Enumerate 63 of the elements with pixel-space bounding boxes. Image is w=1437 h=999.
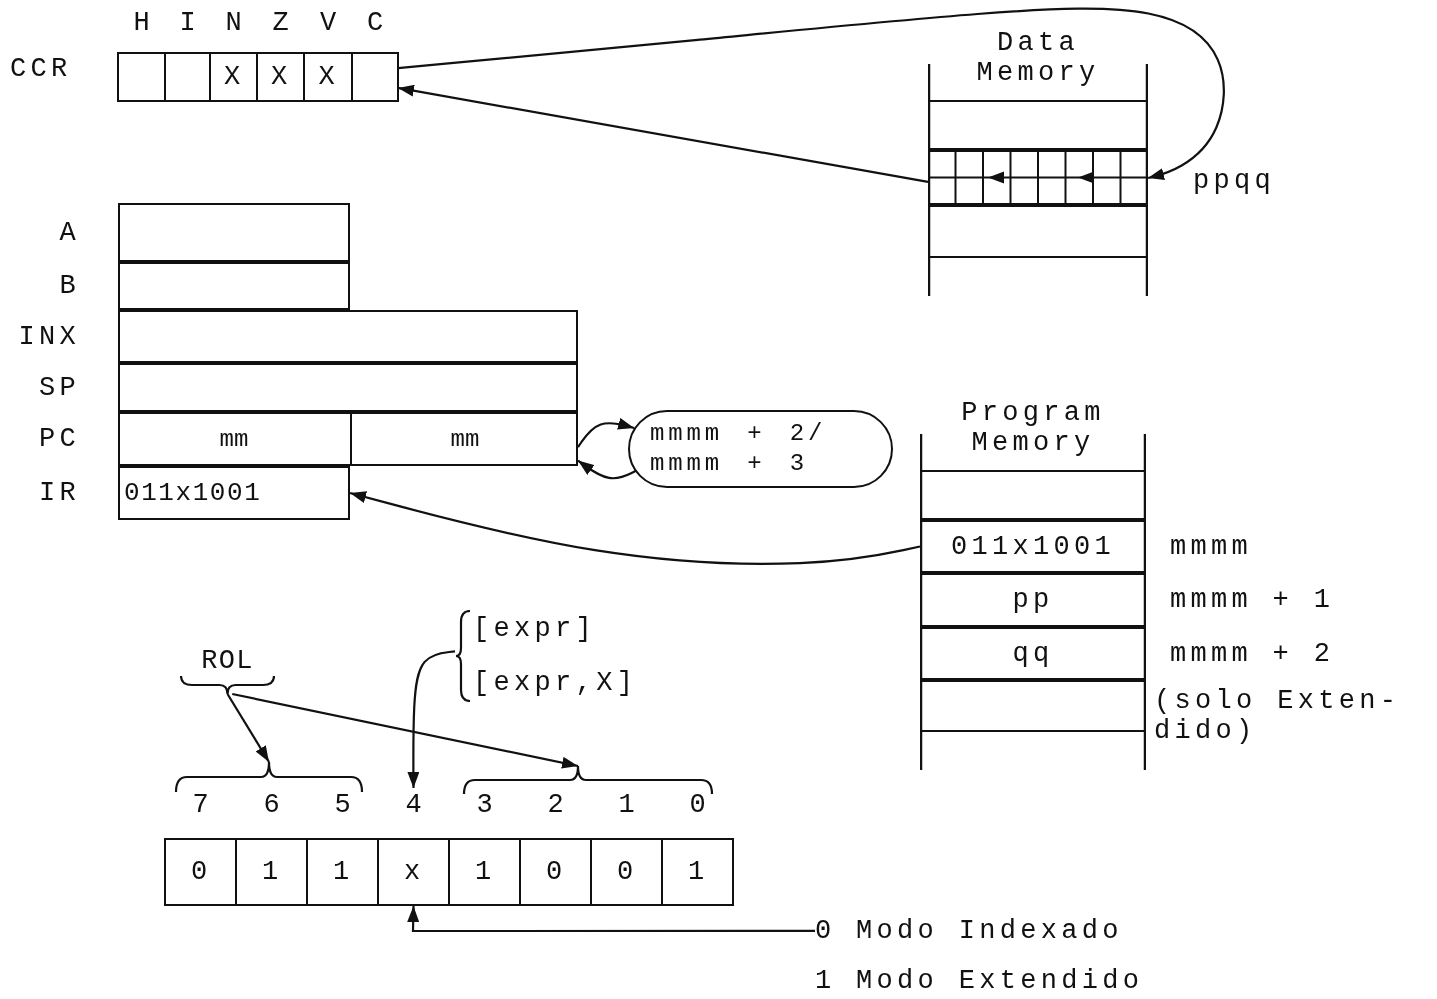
register-field: 011x1001 [118, 466, 350, 520]
bit-cell: 0 [519, 838, 592, 906]
arrow [232, 692, 579, 769]
address-text: mmmm + 2/ mmmm + 3 [650, 419, 828, 479]
flag-letter: C [365, 8, 385, 38]
memory-row [920, 470, 1146, 520]
address-label: mmmm + 2 [1170, 639, 1335, 669]
address-label: mmmm + 1 [1170, 585, 1335, 615]
arrow [397, 7, 1225, 180]
mnemonic-label: ROL [200, 646, 255, 676]
flag-cell: X [209, 52, 258, 102]
memory-title: Program Memory [960, 398, 1106, 458]
flag-letter: H [132, 8, 151, 38]
memory-value: pp [1011, 585, 1055, 615]
bit-number: 6 [262, 790, 281, 820]
flag-cell: X [256, 52, 305, 102]
bit-number: 5 [333, 790, 352, 820]
register-label: B [58, 271, 80, 301]
register-label: PC [37, 424, 80, 454]
operand-syntax: [expr,X] [473, 668, 638, 698]
register-label: IR [37, 478, 80, 508]
bit-number: 4 [404, 790, 423, 820]
arrow [226, 693, 270, 763]
arrow [577, 417, 635, 448]
bit-cell: 1 [235, 838, 308, 906]
arrow [397, 84, 929, 183]
memory-row [928, 100, 1148, 150]
memory-value: 011x1001 [949, 532, 1117, 562]
register-label: INX [17, 321, 80, 352]
flag-cell: X [303, 52, 353, 102]
bit-number: 0 [688, 790, 707, 820]
bit-cell: 1 [306, 838, 379, 906]
register-label: SP [37, 372, 80, 403]
address-label: (solo Exten- dido) [1154, 686, 1402, 746]
operand-syntax: [expr] [473, 614, 597, 644]
bit-number: 2 [546, 790, 565, 820]
bit-cell: x [377, 838, 450, 906]
bit-cell: 0 [590, 838, 663, 906]
flag-letter: N [224, 8, 243, 38]
bit-cell: 1 [448, 838, 521, 906]
memory-value: qq [1011, 639, 1055, 669]
arrow [407, 905, 815, 933]
flag-letter: V [318, 8, 338, 38]
bit-number: 7 [191, 790, 210, 820]
address-label: ppqq [1193, 166, 1276, 196]
register-label: A [58, 217, 80, 248]
bit-number: 1 [617, 790, 636, 820]
arrow [577, 459, 637, 480]
register-label: CCR [10, 54, 72, 84]
memory-title: Data Memory [975, 28, 1101, 88]
register-byte: mm [118, 412, 350, 466]
memory-row [928, 205, 1148, 258]
arrow [349, 491, 921, 565]
flag-letter: I [178, 8, 197, 38]
arrow [407, 650, 456, 788]
bit-cell: 1 [661, 838, 734, 906]
bit-number: 3 [475, 790, 494, 820]
mode-option: 0 Modo Indexado [815, 916, 1123, 946]
register-byte: mm [350, 412, 578, 466]
flag-letter: Z [271, 8, 290, 38]
bit-cell: 0 [164, 838, 237, 906]
mode-option: 1 Modo Extendido [815, 966, 1144, 996]
address-label: mmmm [1170, 532, 1253, 562]
